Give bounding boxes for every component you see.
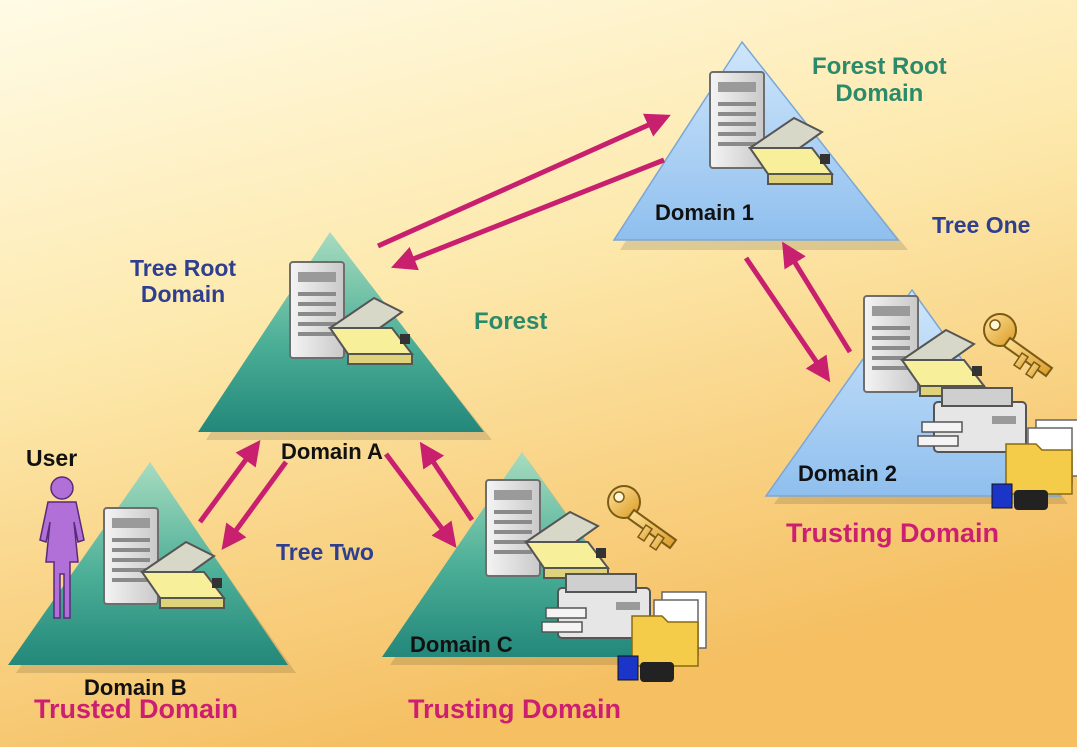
domain-2-label: Domain 2 [798,461,898,486]
arrow-c-to-a [419,441,475,522]
domain-c-label: Domain C [410,632,513,657]
user-icon [39,476,85,619]
arrow-a-to-c [384,452,457,548]
arrow-2-to-1 [782,241,853,354]
server-icon [103,507,159,605]
server-icon [863,295,919,393]
arrow-b-to-a [197,439,261,524]
domain-b-label: Domain B [84,675,187,700]
arrow-1-to-2 [743,256,831,383]
arrow-a-to-b [221,460,289,551]
user-label: User [26,445,78,471]
server-icon [485,479,541,577]
forest-label: Forest [474,308,548,335]
tree-one-label: Tree One [932,212,1031,238]
domain-1-label: Domain 1 [655,200,755,225]
trusted-domain-label: Trusted Domain [34,694,239,724]
tree-root-domain-label: Tree Root Domain [130,255,237,307]
trusting-domain-c-label: Trusting Domain [408,694,622,724]
arrow-a-to-1 [376,113,671,249]
server-icon [289,261,345,359]
tree-two-label: Tree Two [276,539,374,565]
forest-root-domain-label: Forest Root Domain [812,53,947,107]
domain-a-label: Domain A [281,439,383,464]
arrow-1-to-a [391,157,665,271]
trust-arrows [197,113,853,551]
trusting-domain-2-label: Trusting Domain [786,518,1000,548]
